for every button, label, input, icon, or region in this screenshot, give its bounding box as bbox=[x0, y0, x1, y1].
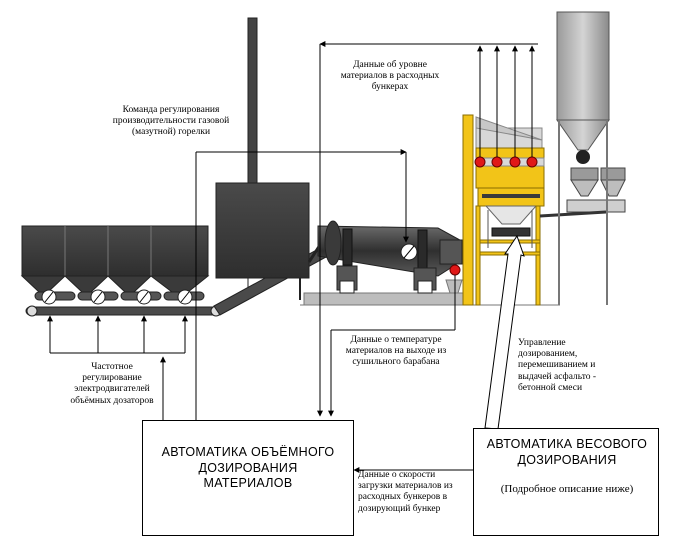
weigh-control-label: Управление дозированием, перемешиванием … bbox=[518, 338, 597, 393]
freq-control-label: Частотное регулирование электродвигателе… bbox=[70, 362, 154, 406]
weigh-dosing-automation-box: АВТОМАТИКА ВЕСОВОГО ДОЗИРОВАНИЯ (Подробн… bbox=[473, 428, 659, 536]
cold-feed-hoppers bbox=[20, 225, 210, 293]
level-data-lines bbox=[317, 41, 538, 417]
freq-control-lines bbox=[47, 315, 188, 420]
burner-command-label: Команда регулирования производительности… bbox=[112, 105, 230, 138]
drying-drum bbox=[303, 220, 465, 306]
collecting-conveyor bbox=[25, 305, 223, 317]
chimney bbox=[247, 17, 258, 185]
level-data-label: Данные об уровне материалов в расходных … bbox=[340, 60, 440, 93]
volumetric-box-title: АВТОМАТИКА ОБЪЁМНОГО ДОЗИРОВАНИЯ МАТЕРИА… bbox=[161, 445, 335, 491]
temperature-data-label: Данные о температуре материалов на выход… bbox=[345, 335, 447, 368]
weigh-box-title: АВТОМАТИКА ВЕСОВОГО ДОЗИРОВАНИЯ bbox=[486, 437, 648, 467]
volumetric-dosers bbox=[34, 289, 205, 305]
dust-filter bbox=[215, 182, 324, 300]
burner-command-lines bbox=[195, 149, 409, 420]
volumetric-dosing-automation-box: АВТОМАТИКА ОБЪЁМНОГО ДОЗИРОВАНИЯ МАТЕРИА… bbox=[142, 420, 354, 536]
temperature-lines bbox=[328, 275, 456, 417]
mixing-tower bbox=[462, 114, 545, 306]
weigh-control-arrow bbox=[484, 234, 525, 430]
speed-data-label: Данные о скорости загрузки материалов из… bbox=[358, 470, 453, 514]
filler-silo bbox=[539, 11, 626, 305]
weigh-box-subtitle: (Подробное описание ниже) bbox=[500, 483, 634, 495]
